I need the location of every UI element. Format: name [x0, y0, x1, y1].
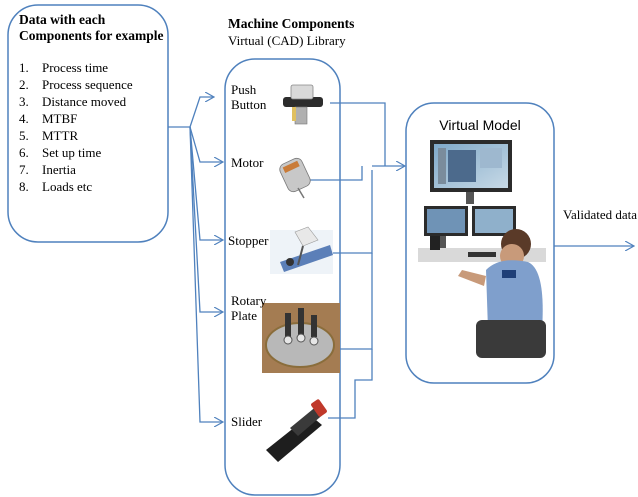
- list-item-text: Loads etc: [42, 179, 93, 194]
- list-item-number: 8.: [19, 179, 29, 194]
- list-item-text: Distance moved: [42, 94, 127, 109]
- virtual-model-title: Virtual Model: [439, 117, 521, 133]
- list-item: 3. Distance moved: [19, 93, 133, 110]
- component-label-motor: Motor: [231, 155, 264, 170]
- data-box-list: 1. Process time 2. Process sequence 3. Dist…: [19, 59, 133, 195]
- stopper-image: [270, 226, 333, 274]
- rotary-plate-image: [262, 303, 340, 373]
- library-subheading: Virtual (CAD) Library: [228, 33, 346, 48]
- library-to-model-connectors: [306, 102, 404, 419]
- list-item: 8. Loads etc: [19, 178, 133, 195]
- library-heading: Machine Components: [228, 16, 355, 31]
- list-item: 7. Inertia: [19, 161, 133, 178]
- list-item: 2. Process sequence: [19, 76, 133, 93]
- list-item-text: Process sequence: [42, 77, 133, 92]
- data-box: [7, 4, 169, 243]
- list-item-text: Set up time: [42, 145, 102, 160]
- list-item-number: 5.: [19, 128, 29, 143]
- list-item-number: 7.: [19, 162, 29, 177]
- list-item: 4. MTBF: [19, 110, 133, 127]
- library-box: [224, 58, 341, 496]
- component-label-line: Plate: [231, 308, 257, 323]
- component-label-push-button: Push Button: [231, 82, 266, 112]
- component-label-stopper: Stopper: [228, 233, 269, 248]
- input-connectors: [168, 97, 222, 422]
- list-item-number: 3.: [19, 94, 29, 109]
- component-label-line: Rotary: [231, 293, 267, 308]
- component-label-rotary-plate: Rotary Plate: [231, 293, 266, 323]
- slider-image: [266, 399, 327, 462]
- list-item-text: Process time: [42, 60, 109, 75]
- virtual-model-picture: [418, 140, 546, 358]
- push-button-image: [283, 84, 323, 125]
- list-item-number: 6.: [19, 145, 29, 160]
- list-item: 5. MTTR: [19, 127, 133, 144]
- data-box-title: Data with each Components for example: [19, 12, 164, 44]
- list-item: 1. Process time: [19, 59, 133, 76]
- list-item-number: 1.: [19, 60, 29, 75]
- list-item-text: MTTR: [42, 128, 79, 143]
- component-label-slider: Slider: [231, 414, 263, 429]
- data-box-title-line2: Components for example: [19, 28, 164, 43]
- component-label-line: Button: [231, 97, 267, 112]
- component-label-line: Push: [231, 82, 257, 97]
- data-box-title-line1: Data with each: [19, 12, 106, 27]
- list-item: 6. Set up time: [19, 144, 133, 161]
- motor-image: [279, 157, 311, 199]
- output-label: Validated data: [563, 207, 637, 222]
- list-item-text: MTBF: [42, 111, 78, 126]
- list-item-text: Inertia: [42, 162, 76, 177]
- list-item-number: 4.: [19, 111, 29, 126]
- list-item-number: 2.: [19, 77, 29, 92]
